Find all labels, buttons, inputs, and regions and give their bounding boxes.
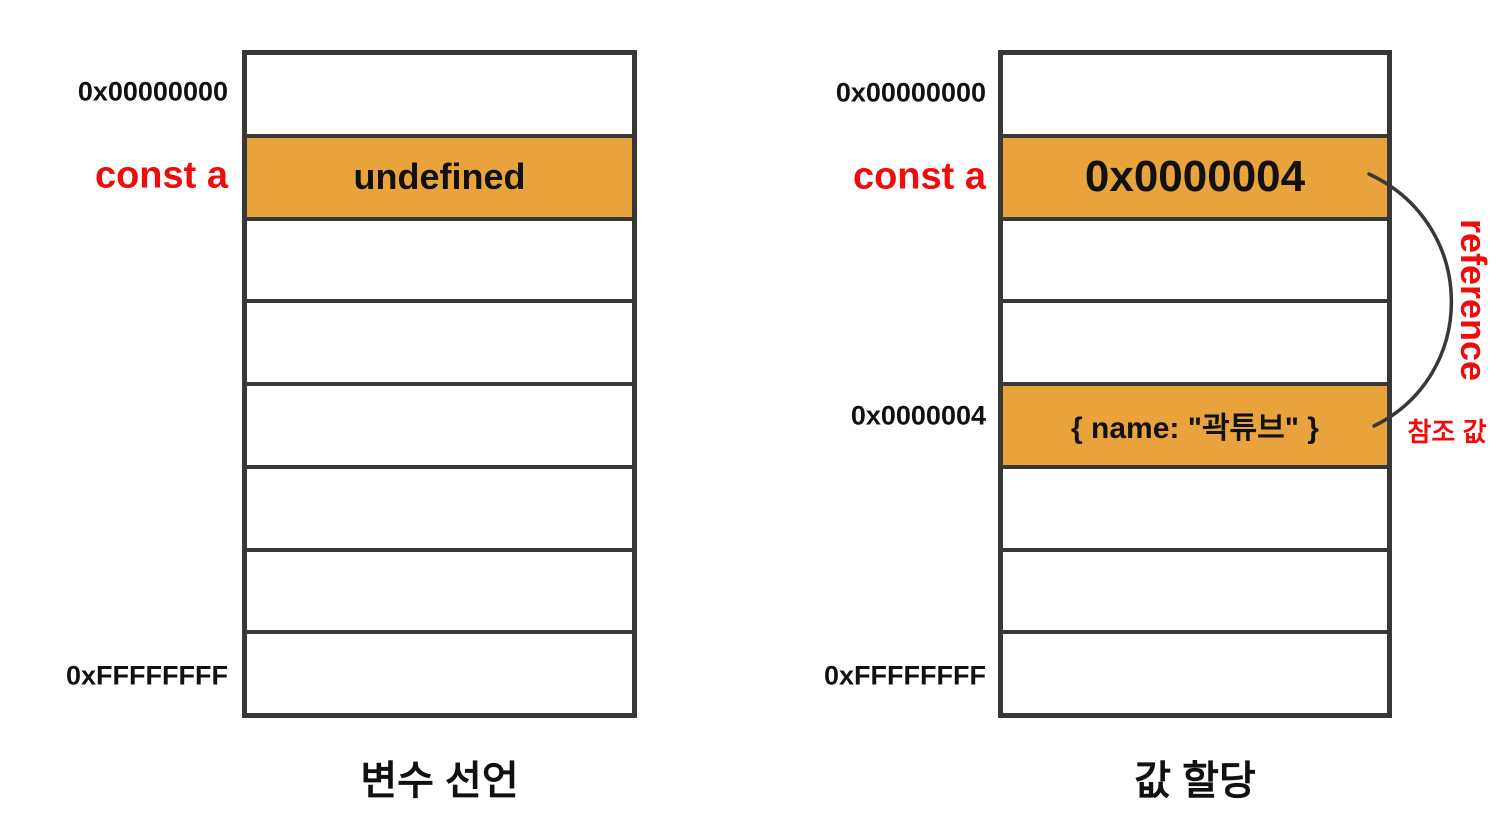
- memory-cell: [247, 303, 632, 386]
- left-diagram-caption: 변수 선언: [360, 759, 519, 803]
- memory-cell: [247, 468, 632, 552]
- memory-cell: [1003, 468, 1387, 552]
- memory-cell-object: { name: "곽튜브" }: [1003, 386, 1387, 469]
- left-variable-label: const a: [94, 154, 228, 197]
- right-top-address-label: 0x00000000: [835, 77, 986, 108]
- reference-value-caption: 참조 값: [1407, 417, 1487, 447]
- pointer-value: 0x0000004: [1084, 152, 1306, 202]
- memory-cell: [247, 634, 632, 713]
- memory-cell: [1003, 55, 1387, 138]
- left-bottom-address-label: 0xFFFFFFFF: [66, 660, 228, 691]
- memory-cell: [1003, 634, 1387, 713]
- reference-arc: [1367, 172, 1454, 428]
- left-memory-table: undefined: [242, 50, 637, 718]
- right-bottom-address-label: 0xFFFFFFFF: [824, 660, 986, 691]
- object-value: { name: "곽튜브" }: [1071, 412, 1319, 446]
- memory-cell: [1003, 551, 1387, 635]
- memory-cell-highlighted: undefined: [247, 137, 632, 221]
- reference-annotation: reference: [1453, 218, 1494, 382]
- memory-cell: [1003, 303, 1387, 386]
- right-variable-label: const a: [852, 155, 986, 198]
- right-diagram-caption: 값 할당: [1134, 759, 1256, 803]
- memory-cell: [1003, 220, 1387, 304]
- right-target-address-label: 0x0000004: [850, 400, 986, 431]
- memory-cell: [247, 551, 632, 635]
- memory-cell: [247, 220, 632, 304]
- left-top-address-label: 0x00000000: [77, 76, 228, 107]
- memory-cell: [247, 55, 632, 138]
- memory-cell: [247, 386, 632, 469]
- right-memory-table: 0x0000004 { name: "곽튜브" }: [998, 50, 1392, 718]
- memory-cell-pointer: 0x0000004: [1003, 137, 1387, 221]
- undefined-value: undefined: [353, 156, 526, 198]
